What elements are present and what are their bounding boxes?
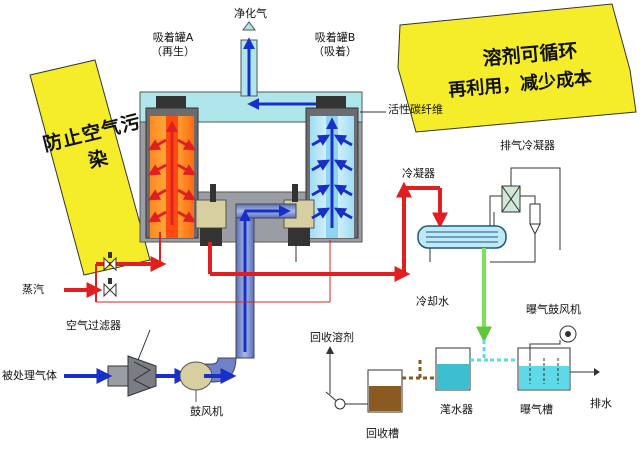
input-gas-label: 被处理气体 xyxy=(2,369,57,382)
aeration-blower xyxy=(559,325,577,343)
air-filter-label: 空气过滤器 xyxy=(66,319,121,332)
blower-label: 鼓风机 xyxy=(190,405,223,418)
air-filter xyxy=(107,329,157,397)
tank-a-flow-arrows xyxy=(147,120,197,225)
steam-label: 蒸汽 xyxy=(22,283,44,296)
vapor-line xyxy=(208,181,448,282)
drain-label: 排水 xyxy=(590,397,612,410)
exhaust-condenser-label: 排气冷凝器 xyxy=(500,139,555,152)
recovered-solvent-label: 回收溶剂 xyxy=(310,331,354,344)
tank-a-label: 吸着罐A xyxy=(152,31,194,44)
condenser-label: 冷凝器 xyxy=(402,167,435,180)
tank-b-label: 吸着罐B xyxy=(314,31,356,44)
steam-lines xyxy=(64,232,331,303)
aeration-tank xyxy=(517,340,600,391)
tank-b-state-label: （吸着） xyxy=(313,45,357,58)
valve-boxes xyxy=(195,184,315,246)
recovery-tank xyxy=(325,346,436,413)
exhaust-condenser xyxy=(489,167,561,263)
left-banner xyxy=(29,59,151,276)
cooling-water-label: 冷却水 xyxy=(416,295,449,308)
clean-gas-label: 净化气 xyxy=(234,7,267,20)
recovery-tank-label: 回收槽 xyxy=(366,427,399,440)
blower xyxy=(179,361,237,402)
condenser xyxy=(417,212,507,262)
aeration-tank-label: 曝气槽 xyxy=(520,403,553,416)
right-banner xyxy=(397,3,637,133)
aeration-blower-label: 曝气鼓风机 xyxy=(526,303,581,316)
decanter-label: 滗水器 xyxy=(440,403,473,416)
decanter-tank xyxy=(435,340,520,391)
tank-a-state-label: （再生） xyxy=(151,45,195,58)
activated-carbon-label: 活性碳纤维 xyxy=(388,103,443,116)
clean-gas-outlet xyxy=(240,21,316,110)
tank-b-flow-arrows xyxy=(311,117,353,228)
